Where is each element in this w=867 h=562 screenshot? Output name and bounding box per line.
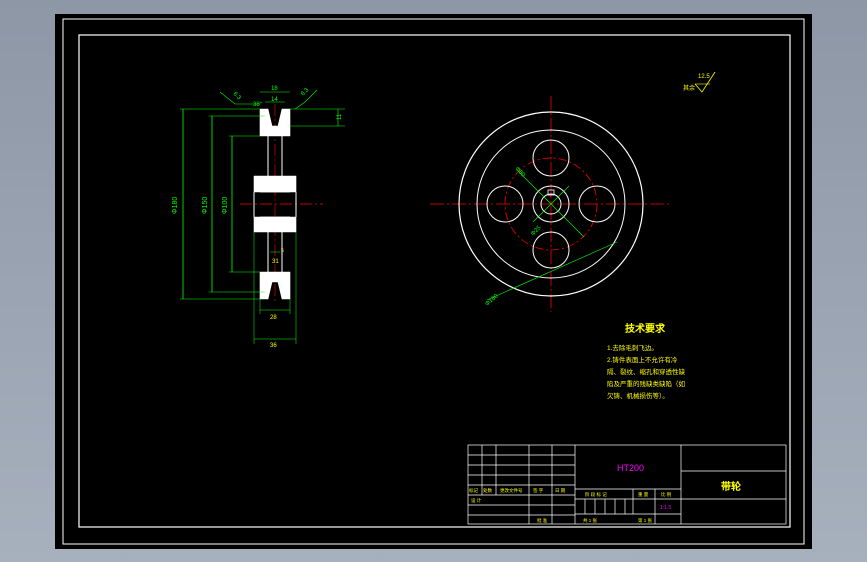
inner-frame [78,34,791,528]
bottom-rim-section [259,271,291,300]
material: HT200 [617,463,644,473]
row-label-file: 更改文件号 [500,487,523,494]
hub-section-bottom [253,216,297,233]
sheet-label: 共 1 张 [583,517,598,524]
sheet-no-label: 第 1 张 [638,517,653,524]
part-name: 带轮 [721,480,741,493]
web-hole-top [532,139,570,177]
dim-hub-len: 31 [272,259,279,265]
note-line-4: 陷及严重的残缺类缺陷（如 [607,379,685,388]
note-line-1: 1.去除毛刺飞边。 [607,343,658,352]
web-hole-right [578,185,616,223]
hub-section-top [253,175,297,193]
dim-pitch-diameter: Φ150 [202,197,209,214]
dim-outer-diameter: Φ180 [172,197,179,214]
front-view: Φ80 Φ25 Φ180 [430,96,670,312]
dim-bottom-inner: 28 [270,315,277,321]
row-label-mark: 标记 [469,487,478,494]
weight-label: 重 量 [638,491,649,498]
web-hole-bottom [532,231,570,269]
rim-outer-circle [458,111,644,297]
notes-title: 技术要求 [625,322,666,335]
cad-viewport[interactable]: Φ180 Φ150 Φ100 18 14 6.3 38° 6.3 11 28 3… [55,14,812,549]
bolt-circle [504,157,598,251]
title-block [467,444,787,525]
dim-groove-top: 18 [271,86,278,92]
technical-notes: 技术要求 1.去除毛刺飞边。 2.铸件表面上不允许有冷 隔、裂纹、缩孔和穿透性缺… [607,322,686,400]
row-label-count: 处数 [483,487,492,494]
roughness-a: 6.3 [232,91,243,102]
dim-small: 5 [281,248,284,254]
row-label-date: 日 期 [555,488,566,494]
dim-groove-inner: 14 [271,97,278,103]
note-line-5: 欠铸、机械损伤等）。 [607,391,669,400]
roughness-value: 12.5 [698,74,710,80]
drawing-canvas: Φ180 Φ150 Φ100 18 14 6.3 38° 6.3 11 28 3… [62,18,805,545]
dim-hub-diameter: Φ100 [222,197,229,214]
rim-inner-circle [476,129,626,279]
keyway [547,189,555,196]
dim-bottom-outer: 36 [270,343,277,349]
roughness-b: 6.3 [300,87,311,98]
side-section-view: Φ180 Φ150 Φ100 18 14 6.3 38° 6.3 11 28 3… [172,86,345,349]
bore-circle [540,193,562,215]
stage-label: 阶 段 标 记 [585,491,607,498]
row-label-sign: 签 字 [533,487,544,493]
dim-angle: 38° [253,102,263,108]
top-rim-section [259,108,291,137]
roughness-note: 其余 [683,84,695,92]
title-block-text: HT200 带轮 标记 处数 更改文件号 签 字 日 期 设 计 批 准 阶 段… [469,463,741,524]
web-hole-left [486,185,524,223]
dim-groove-depth: 11 [337,113,343,120]
design-label: 设 计 [471,497,482,504]
outer-frame [62,18,805,545]
scale-label: 比 例 [661,491,672,498]
hub-circle [532,185,570,223]
approve-label: 批 准 [537,517,548,524]
note-line-2: 2.铸件表面上不允许有冷 [607,355,678,364]
roughness-symbol: 12.5 其余 [683,71,716,93]
scale-value: 1:1.5 [660,505,671,511]
note-line-3: 隔、裂纹、缩孔和穿透性缺 [607,367,686,376]
